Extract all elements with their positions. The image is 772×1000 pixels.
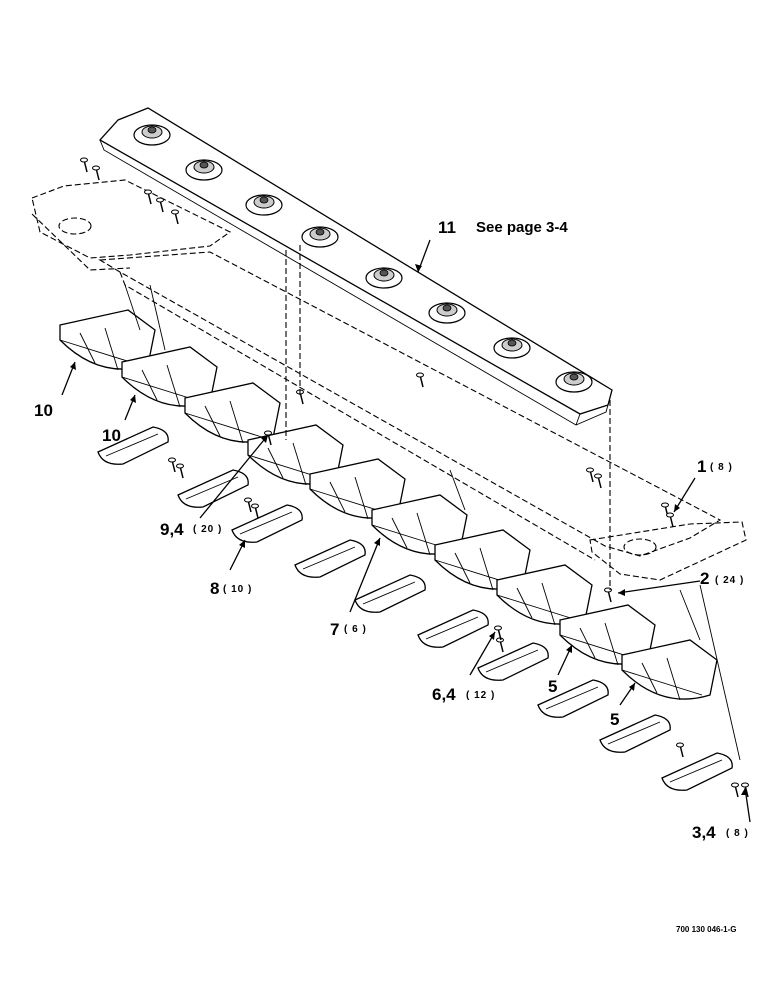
bolt [731, 782, 739, 798]
callout-9-4-qty: ( 20 ) [193, 524, 222, 535]
callout-1: 1 ( 8 ) [697, 457, 733, 476]
callout-8: 8 ( 10 ) [210, 579, 252, 598]
flat-skid [599, 714, 671, 753]
bolts-group [80, 157, 749, 798]
disc-hub [301, 226, 339, 248]
bolt [80, 157, 88, 173]
bolt [416, 372, 424, 388]
bolt [496, 637, 504, 653]
disc-hub [245, 194, 283, 216]
flat-skid [177, 469, 249, 508]
callout-3-4-qty: ( 8 ) [726, 828, 749, 839]
skid-shields [59, 309, 733, 791]
flat-skid [417, 609, 489, 648]
leader-arrows [61, 239, 751, 823]
callout-11: 11 See page 3-4 [438, 218, 568, 237]
bolt [604, 587, 612, 603]
bolt [171, 209, 179, 225]
curved-shield [621, 639, 718, 701]
curved-shield [371, 494, 468, 556]
bolt [494, 625, 502, 641]
callout-5-upper-number: 5 [548, 677, 557, 696]
bolt [168, 457, 176, 473]
callout-5-lower-number: 5 [610, 710, 619, 729]
bolt [144, 189, 152, 205]
callout-6-4-qty: ( 12 ) [466, 690, 495, 701]
callout-3-4-number: 3,4 [692, 823, 716, 842]
disc-hub [133, 124, 171, 146]
bolt [666, 512, 674, 528]
disc-hub [493, 337, 531, 359]
disc-hub [185, 159, 223, 181]
document-number: 700 130 046-1-G [676, 925, 737, 934]
bolt [156, 197, 164, 213]
assembly-guide-lines [124, 245, 741, 761]
bolt [176, 463, 184, 479]
flat-skid [477, 642, 549, 681]
bolt [244, 497, 252, 513]
callout-3-4: 3,4 ( 8 ) [692, 823, 749, 842]
curved-shield [184, 382, 281, 444]
flat-skid [294, 539, 366, 578]
flat-skid [97, 426, 169, 465]
flat-skid [537, 679, 609, 718]
callout-9-4: 9,4 ( 20 ) [160, 520, 222, 539]
callout-10-upper: 10 [34, 401, 53, 420]
disc-hub [428, 302, 466, 324]
callout-2: 2 ( 24 ) [700, 569, 744, 588]
callout-2-qty: ( 24 ) [715, 575, 744, 586]
disc-hub [555, 371, 593, 393]
flat-skid [231, 504, 303, 543]
flat-skid [661, 752, 733, 791]
callout-9-4-number: 9,4 [160, 520, 184, 539]
callout-8-qty: ( 10 ) [223, 584, 252, 595]
bolt [92, 165, 100, 181]
bolt [251, 503, 259, 519]
callout-6-4: 6,4 ( 12 ) [432, 685, 495, 704]
callout-2-number: 2 [700, 569, 709, 588]
callout-7-qty: ( 6 ) [344, 624, 367, 635]
callout-11-note: See page 3-4 [476, 219, 568, 236]
callout-7: 7 ( 6 ) [330, 620, 367, 639]
callout-8-number: 8 [210, 579, 219, 598]
callout-10-upper-number: 10 [34, 401, 53, 420]
bolt [586, 467, 594, 483]
callout-7-number: 7 [330, 620, 339, 639]
callout-1-number: 1 [697, 457, 706, 476]
callout-6-4-number: 6,4 [432, 685, 456, 704]
bolt [661, 502, 669, 518]
callout-11-number: 11 [438, 218, 456, 237]
flat-skid [354, 574, 426, 613]
callout-5-lower: 5 [610, 710, 619, 729]
callout-1-qty: ( 8 ) [710, 462, 733, 473]
callout-5-upper: 5 [548, 677, 557, 696]
disc-hub [365, 267, 403, 289]
bolt [594, 473, 602, 489]
cutterbar-plate [98, 107, 613, 426]
callout-10-lower-number: 10 [102, 426, 121, 445]
bolt [676, 742, 684, 758]
callout-10-lower: 10 [102, 426, 121, 445]
